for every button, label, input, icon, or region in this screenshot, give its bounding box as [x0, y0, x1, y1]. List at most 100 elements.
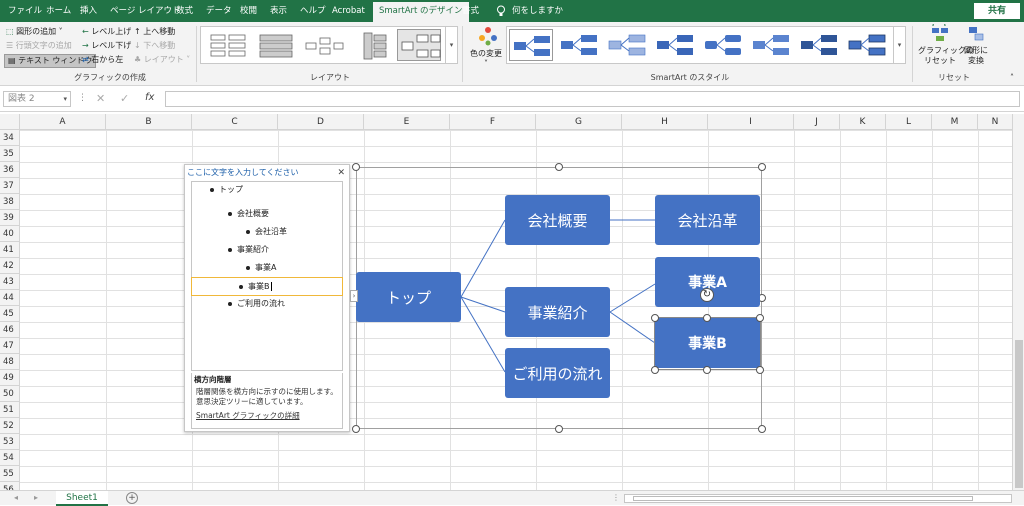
tab-view[interactable]: 表示: [270, 6, 288, 16]
layout-option[interactable]: [253, 29, 297, 61]
smartart-node-company[interactable]: 会社概要: [505, 195, 610, 245]
tab-data[interactable]: データ: [206, 6, 232, 16]
row-header[interactable]: 48: [0, 354, 19, 370]
enter-icon[interactable]: ✓: [120, 92, 130, 105]
text-pane-edit-line[interactable]: 事業B: [191, 277, 343, 296]
resize-handle[interactable]: [352, 425, 360, 433]
smartart-node-top[interactable]: トップ: [356, 272, 461, 322]
right-to-left-button[interactable]: ⇄ 右から左: [82, 55, 124, 64]
layout-option[interactable]: [349, 29, 393, 61]
shape-handle[interactable]: [703, 366, 711, 374]
list-item[interactable]: 事業B: [239, 281, 272, 293]
row-header[interactable]: 38: [0, 194, 19, 210]
select-all-corner[interactable]: [0, 114, 20, 130]
row-header[interactable]: 53: [0, 434, 19, 450]
tab-page-layout[interactable]: ページ レイアウト: [110, 6, 181, 16]
row-header[interactable]: 51: [0, 402, 19, 418]
tab-help[interactable]: ヘルプ: [300, 6, 326, 16]
smartart-node-flow[interactable]: ご利用の流れ: [505, 348, 610, 398]
cancel-icon[interactable]: ✕: [96, 92, 106, 105]
column-header[interactable]: K: [840, 114, 886, 130]
shape-handle[interactable]: [651, 366, 659, 374]
column-header[interactable]: L: [886, 114, 932, 130]
row-header[interactable]: 54: [0, 450, 19, 466]
column-header[interactable]: D: [278, 114, 364, 130]
row-header[interactable]: 45: [0, 306, 19, 322]
row-header[interactable]: 35: [0, 146, 19, 162]
tab-file[interactable]: ファイル: [8, 6, 43, 16]
smartart-node-business-b[interactable]: 事業B: [655, 318, 760, 368]
column-header[interactable]: E: [364, 114, 450, 130]
row-header[interactable]: 42: [0, 258, 19, 274]
layouts-more-button[interactable]: ▾: [445, 27, 457, 63]
text-pane-button[interactable]: ▤ テキスト ウィンドウ: [4, 54, 97, 68]
move-up-button[interactable]: ↑ 上へ移動: [134, 27, 176, 36]
style-option[interactable]: [605, 29, 649, 61]
column-header[interactable]: M: [932, 114, 978, 130]
list-item[interactable]: ご利用の流れ: [228, 298, 285, 310]
column-header[interactable]: F: [450, 114, 536, 130]
column-header[interactable]: H: [622, 114, 708, 130]
row-header[interactable]: 55: [0, 466, 19, 482]
list-item[interactable]: 事業紹介: [228, 244, 269, 256]
row-header[interactable]: 47: [0, 338, 19, 354]
collapse-ribbon-icon[interactable]: ˄: [1010, 73, 1014, 82]
style-option[interactable]: [749, 29, 793, 61]
styles-more-button[interactable]: ▾: [893, 27, 905, 63]
reset-graphic-button[interactable]: グラフィックの リセット: [918, 24, 974, 70]
row-header[interactable]: 40: [0, 226, 19, 242]
insert-function-icon[interactable]: fx: [145, 92, 155, 103]
style-option[interactable]: [797, 29, 841, 61]
shape-handle[interactable]: [756, 314, 764, 322]
row-header[interactable]: 43: [0, 274, 19, 290]
tab-home[interactable]: ホーム: [46, 6, 72, 16]
scroll-thumb[interactable]: [1015, 340, 1023, 488]
resize-handle[interactable]: [555, 163, 563, 171]
move-down-button[interactable]: ↓ 下へ移動: [134, 41, 176, 50]
add-sheet-button[interactable]: +: [126, 492, 138, 504]
list-item[interactable]: 会社沿革: [246, 226, 287, 238]
smartart-details-link[interactable]: SmartArt グラフィックの詳細: [196, 411, 300, 420]
row-header[interactable]: 49: [0, 370, 19, 386]
column-header[interactable]: J: [794, 114, 840, 130]
column-header[interactable]: B: [106, 114, 192, 130]
column-header[interactable]: I: [708, 114, 794, 130]
resize-handle[interactable]: [758, 163, 766, 171]
resize-handle[interactable]: [352, 163, 360, 171]
column-header[interactable]: C: [192, 114, 278, 130]
tab-review[interactable]: 校閲: [240, 6, 258, 16]
row-header[interactable]: 39: [0, 210, 19, 226]
layout-option-horizontal-hierarchy[interactable]: [397, 29, 441, 61]
share-button[interactable]: 共有: [974, 3, 1020, 19]
layout-option[interactable]: [205, 29, 249, 61]
add-shape-button[interactable]: ⬚ 図形の追加 ˅: [6, 27, 63, 36]
row-header[interactable]: 37: [0, 178, 19, 194]
row-header[interactable]: 56: [0, 482, 19, 490]
smartart-node-business[interactable]: 事業紹介: [505, 287, 610, 337]
style-option[interactable]: [653, 29, 697, 61]
horizontal-scrollbar[interactable]: [624, 494, 1012, 503]
change-colors-button[interactable]: 色の変更 ˅: [468, 26, 508, 68]
sheet-tab-sheet1[interactable]: Sheet1: [56, 491, 108, 506]
row-header[interactable]: 52: [0, 418, 19, 434]
layout-option[interactable]: [301, 29, 345, 61]
row-header[interactable]: 46: [0, 322, 19, 338]
shape-handle[interactable]: [756, 366, 764, 374]
row-header[interactable]: 44: [0, 290, 19, 306]
scroll-left-icon[interactable]: ◂: [14, 493, 19, 502]
column-header[interactable]: A: [20, 114, 106, 130]
shape-handle[interactable]: [651, 314, 659, 322]
resize-handle[interactable]: [555, 425, 563, 433]
list-item[interactable]: 会社概要: [228, 208, 269, 220]
resize-handle[interactable]: [758, 425, 766, 433]
tab-acrobat[interactable]: Acrobat: [332, 6, 365, 16]
list-item[interactable]: トップ: [210, 184, 243, 196]
style-option[interactable]: [701, 29, 745, 61]
scroll-right-icon[interactable]: ▸: [34, 493, 39, 502]
row-header[interactable]: 50: [0, 386, 19, 402]
column-header[interactable]: N: [991, 117, 999, 127]
style-option[interactable]: [557, 29, 601, 61]
vertical-scrollbar[interactable]: [1012, 114, 1024, 490]
add-bullet-button[interactable]: ☰ 行頭文字の追加: [6, 41, 72, 50]
convert-to-shapes-button[interactable]: 図形に 変換: [962, 24, 990, 70]
